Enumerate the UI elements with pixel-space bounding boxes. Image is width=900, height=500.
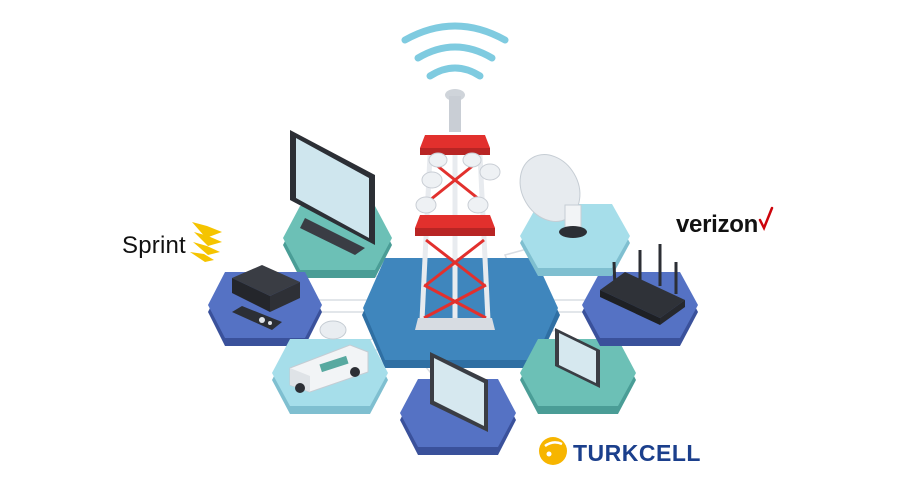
- sprint-logo: Sprint: [122, 232, 186, 259]
- central-platform: [362, 258, 560, 368]
- satellite-dish-icon: [519, 154, 587, 238]
- sprint-logo-icon: [190, 222, 222, 262]
- turkcell-logo: TURKCELL: [573, 440, 701, 466]
- verizon-logo: verizon: [676, 211, 758, 238]
- cell-tower-icon: [415, 89, 501, 330]
- tv-icon: [290, 130, 375, 255]
- remote-control-icon: [232, 306, 282, 330]
- turkcell-logo-icon: [539, 437, 567, 465]
- verizon-check-icon: [758, 206, 774, 232]
- broadcast-van-icon: [289, 320, 369, 393]
- wifi-signal-icon: [401, 22, 509, 80]
- set-top-box-icon: [232, 265, 300, 312]
- router-icon: [600, 244, 685, 325]
- smartphone-icon: [555, 328, 600, 388]
- tablet-icon: [430, 352, 488, 432]
